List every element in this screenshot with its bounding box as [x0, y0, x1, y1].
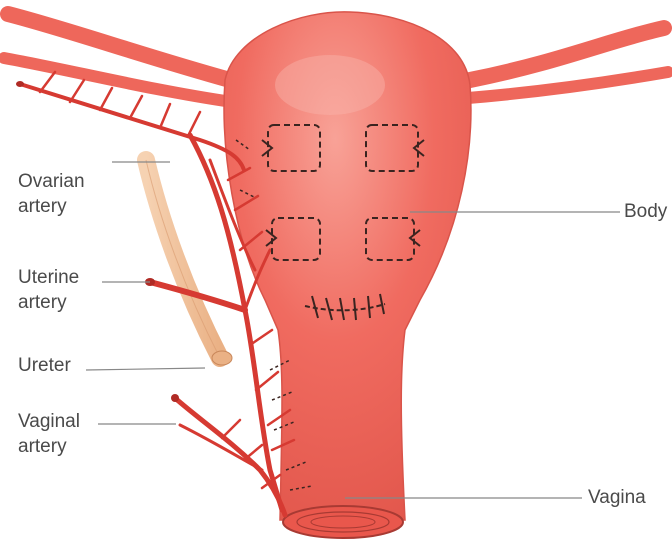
- label-uterine-line2: artery: [18, 291, 79, 316]
- label-uterine-line1: Uterine: [18, 266, 79, 291]
- label-ovarian-artery: Ovarian artery: [18, 170, 85, 219]
- label-vaginal-line2: artery: [18, 435, 80, 460]
- vaginal-opening: [283, 506, 403, 538]
- label-vaginal-line1: Vaginal: [18, 410, 80, 435]
- label-body: Body: [624, 200, 667, 225]
- label-ureter: Ureter: [18, 354, 71, 379]
- ureter-tube: [146, 160, 220, 358]
- label-vagina: Vagina: [588, 486, 646, 511]
- uterus-highlight: [275, 55, 385, 115]
- label-ovarian-line2: artery: [18, 195, 85, 220]
- right-tube: [468, 28, 668, 98]
- label-uterine-artery: Uterine artery: [18, 266, 79, 315]
- label-vaginal-artery: Vaginal artery: [18, 410, 80, 459]
- vaginal-artery: [175, 398, 294, 515]
- label-ovarian-line1: Ovarian: [18, 170, 85, 195]
